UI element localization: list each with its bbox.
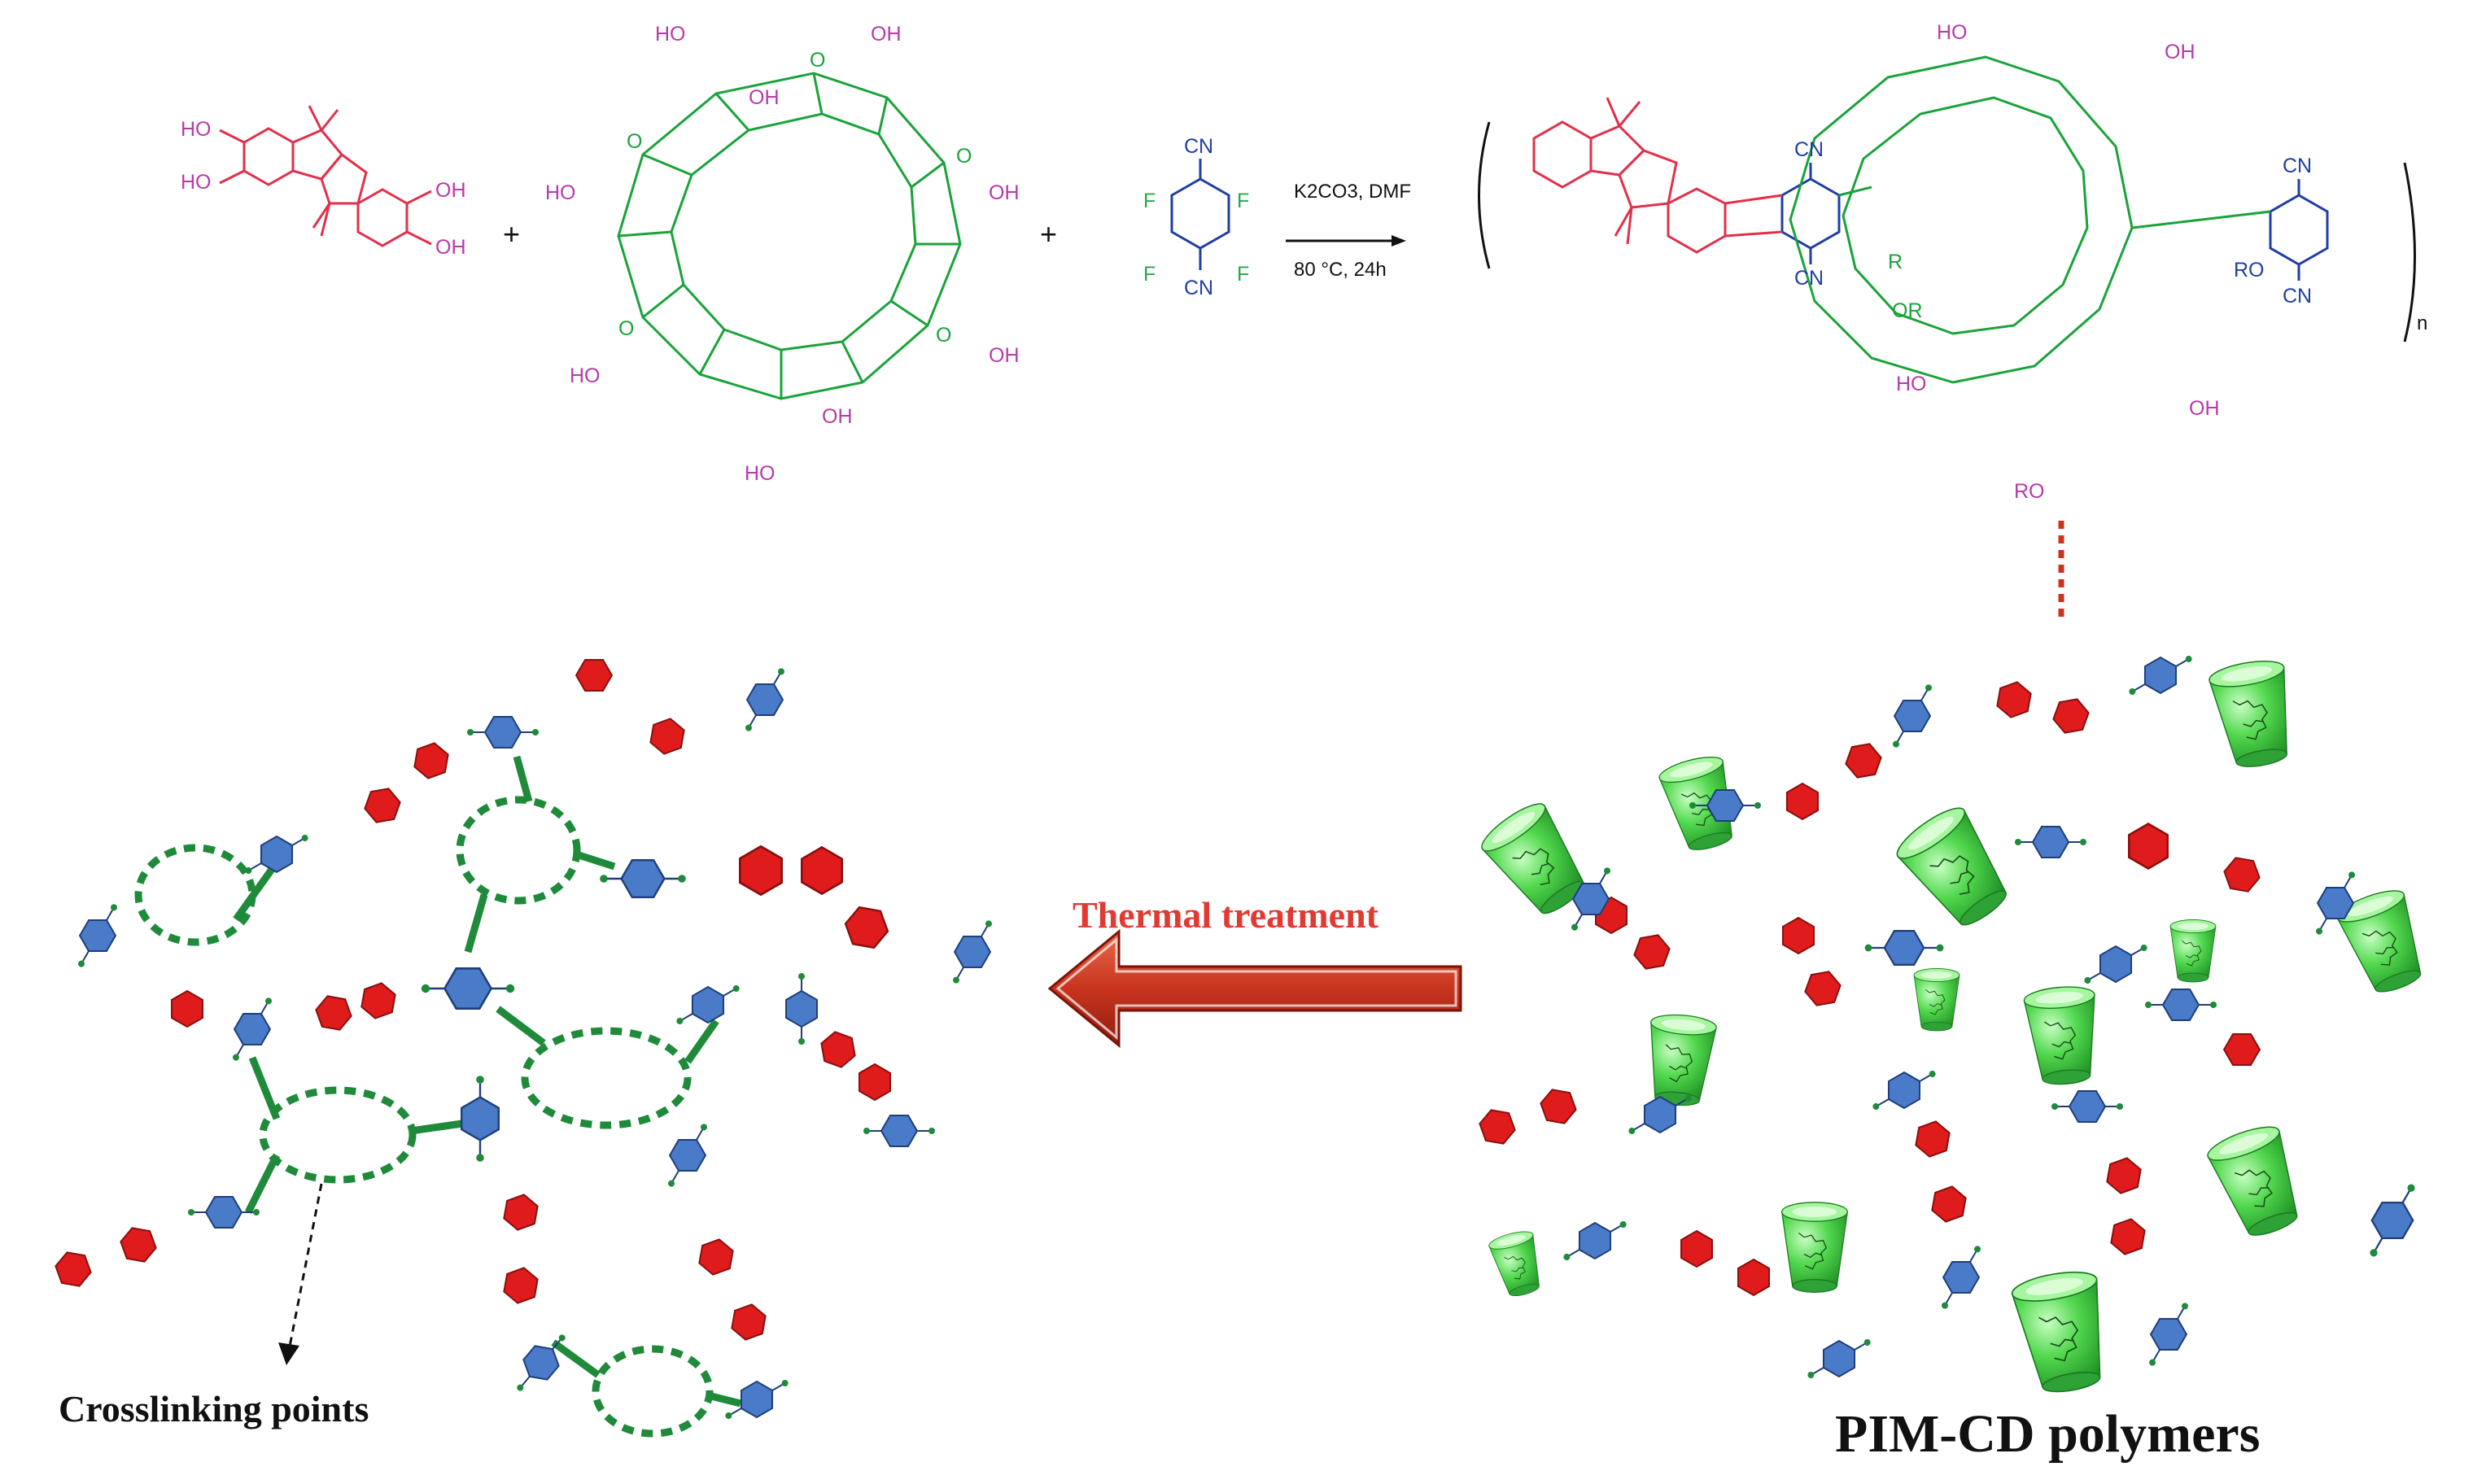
reaction-condition-reagents: K2CO3, DMF — [1294, 181, 1412, 203]
crosslinked-network-model — [51, 651, 1005, 1438]
nitrile-label: CN — [1794, 138, 1824, 161]
nitrile-label: CN — [1184, 135, 1213, 158]
crosslink-bonds — [233, 755, 742, 1408]
cyclodextrin-monomer — [617, 72, 962, 400]
hydroxyl-label: OH — [871, 23, 902, 46]
nitrile-label: CN — [1794, 267, 1824, 290]
pointer-arrowhead — [278, 1342, 299, 1365]
hydroxyl-label: OH — [435, 179, 466, 202]
red-units — [1475, 679, 2265, 1296]
oxygen-label: O — [618, 317, 634, 340]
oxygen-label: O — [627, 130, 642, 153]
product-repeat-unit — [1478, 55, 2416, 384]
hydroxyl-label: OH — [2189, 397, 2220, 420]
oxygen-label: O — [936, 324, 951, 347]
nitrile-label: CN — [1184, 277, 1213, 299]
oxygen-label: O — [956, 145, 972, 168]
subscript-n: n — [2417, 312, 2427, 334]
spirobisindane-monomer — [219, 105, 432, 247]
crosslinking-points-label: Crosslinking points — [59, 1388, 369, 1429]
hydroxyl-label: OH — [822, 405, 853, 428]
hydroxyl-label: OH — [435, 236, 466, 259]
pim-cd-polymer-model — [1475, 643, 2435, 1399]
hydroxyl-label: HO — [655, 23, 686, 46]
fluorine-label: F — [1143, 190, 1156, 212]
fluorine-label: F — [1237, 263, 1249, 286]
hydroxyl-label: HO — [1937, 21, 1968, 44]
hydroxyl-label: HO — [1896, 373, 1927, 395]
hydroxyl-label: HO — [570, 364, 601, 387]
blue-units — [65, 660, 1005, 1432]
tftpn-monomer — [1170, 159, 1230, 270]
hydroxyl-label: OH — [989, 344, 1020, 367]
plus-sign: + — [1040, 217, 1057, 251]
hydroxyl-label: OH — [2165, 41, 2195, 63]
nitrile-label: CN — [2283, 155, 2312, 177]
thermal-treatment-arrow — [1047, 928, 1462, 1049]
plus-sign: + — [503, 217, 520, 251]
hydroxyl-label: HO — [745, 462, 776, 485]
pointer-arrow — [287, 1183, 323, 1351]
hydroxyl-label: OH — [749, 86, 780, 109]
nitrile-label: CN — [2283, 285, 2312, 308]
oxygen-label: O — [810, 49, 825, 72]
alkoxy-label: OR — [1892, 299, 1923, 322]
hydroxyl-label: HO — [181, 171, 212, 194]
thermal-treatment-label: Thermal treatment — [1073, 894, 1378, 936]
r-group-label: R — [1888, 251, 1903, 273]
fluorine-label: F — [1237, 190, 1249, 212]
reaction-condition-temperature: 80 °C, 24h — [1294, 259, 1387, 281]
hydroxyl-label: HO — [545, 181, 576, 204]
reaction-arrow — [1286, 235, 1406, 247]
pim-cd-polymers-label: PIM-CD polymers — [1835, 1404, 2261, 1464]
alkoxy-label: RO — [2234, 259, 2265, 282]
fluorine-label: F — [1143, 263, 1156, 286]
alkoxy-label: RO — [2014, 480, 2045, 503]
crosslink-rings — [134, 796, 714, 1438]
hydroxyl-label: OH — [989, 181, 1020, 204]
hydroxyl-label: HO — [181, 118, 212, 141]
